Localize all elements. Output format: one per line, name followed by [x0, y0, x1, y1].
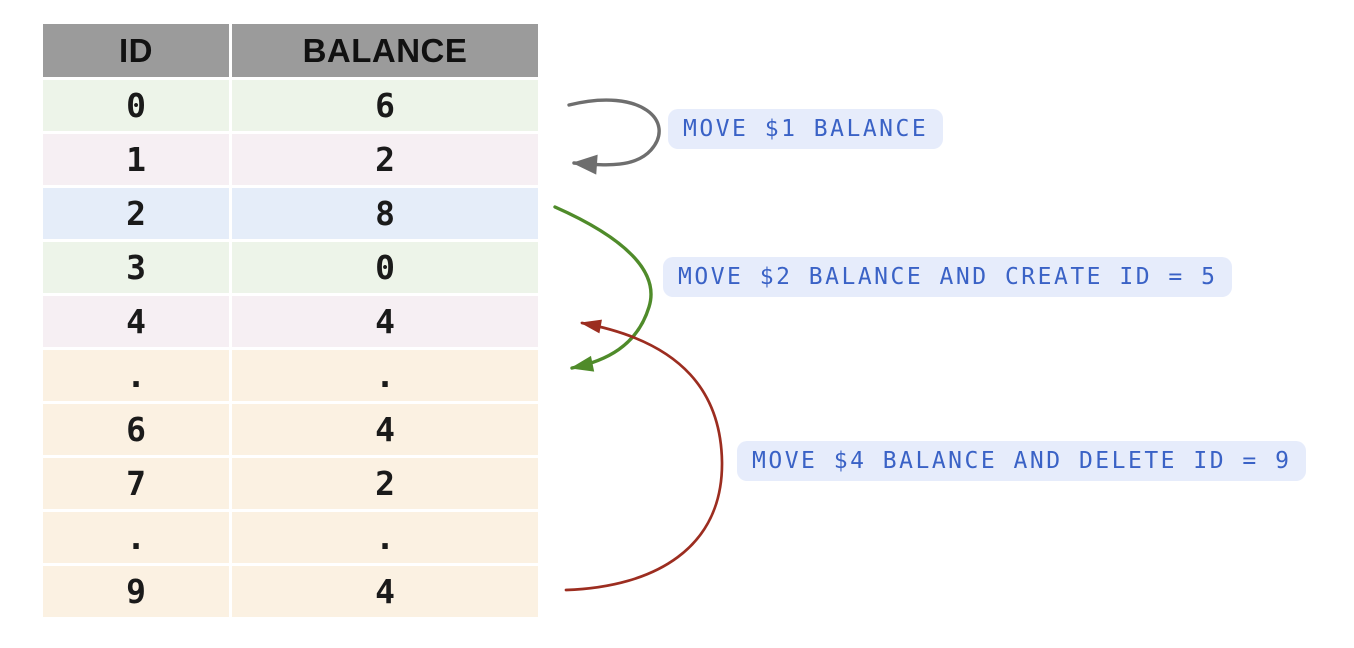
row-balance-cell: . — [232, 512, 538, 563]
row-id-cell: 2 — [43, 188, 229, 239]
table-row: 2 8 — [43, 188, 538, 239]
row-id-cell: 6 — [43, 404, 229, 455]
row-id-cell: 1 — [43, 134, 229, 185]
annotation-move-1-balance: MOVE $1 BALANCE — [668, 109, 944, 149]
annotation-move-2-balance-create: MOVE $2 BALANCE AND CREATE ID = 5 — [663, 257, 1233, 297]
row-id-cell: . — [43, 350, 229, 401]
table-body: 0 6 1 2 2 8 3 0 4 4 . . 6 4 — [43, 80, 538, 620]
table-row: . . — [43, 350, 538, 401]
row-id-cell: . — [43, 512, 229, 563]
balance-table: ID BALANCE 0 6 1 2 2 8 3 0 4 4 . . — [43, 24, 538, 620]
row-balance-cell: . — [232, 350, 538, 401]
move-1-arrow — [567, 98, 661, 175]
table-row: 7 2 — [43, 458, 538, 509]
table-row: 1 2 — [43, 134, 538, 185]
row-id-cell: 3 — [43, 242, 229, 293]
table-row: 9 4 — [43, 566, 538, 617]
row-balance-cell: 4 — [232, 296, 538, 347]
column-header-balance: BALANCE — [232, 24, 538, 77]
table-row: 3 0 — [43, 242, 538, 293]
row-balance-cell: 4 — [232, 404, 538, 455]
table-row: 6 4 — [43, 404, 538, 455]
row-balance-cell: 4 — [232, 566, 538, 617]
row-balance-cell: 2 — [232, 134, 538, 185]
table-row: . . — [43, 512, 538, 563]
row-id-cell: 7 — [43, 458, 229, 509]
row-id-cell: 4 — [43, 296, 229, 347]
table-row: 4 4 — [43, 296, 538, 347]
row-id-cell: 0 — [43, 80, 229, 131]
row-balance-cell: 0 — [232, 242, 538, 293]
annotation-move-4-balance-delete: MOVE $4 BALANCE AND DELETE ID = 9 — [737, 441, 1307, 481]
move-4-arrow — [564, 319, 724, 592]
row-balance-cell: 2 — [232, 458, 538, 509]
table-row: 0 6 — [43, 80, 538, 131]
column-header-id: ID — [43, 24, 229, 77]
move-2-arrow — [553, 205, 653, 372]
row-id-cell: 9 — [43, 566, 229, 617]
table-header-row: ID BALANCE — [43, 24, 538, 77]
row-balance-cell: 8 — [232, 188, 538, 239]
row-balance-cell: 6 — [232, 80, 538, 131]
